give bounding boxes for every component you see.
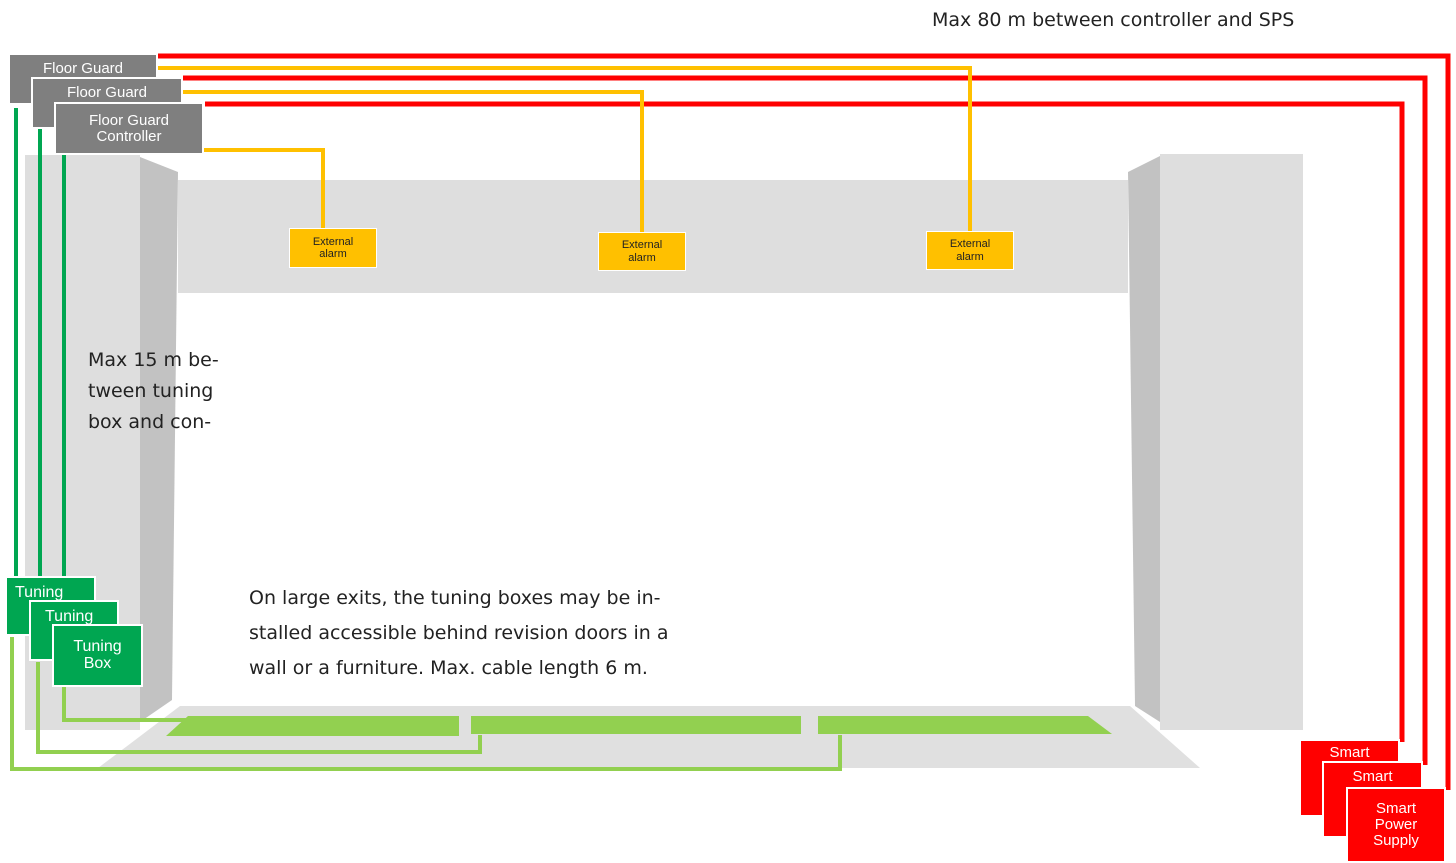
- left-pillar-side: [140, 157, 178, 722]
- sps-distance-note: Max 80 m between controller and SPS: [932, 9, 1295, 31]
- tuning-cables: [14, 108, 66, 625]
- floor-antenna-1: [166, 716, 459, 736]
- antenna-cables: [10, 637, 842, 771]
- external-alarm-1: External alarm: [289, 228, 377, 268]
- right-pillar: [1160, 154, 1303, 730]
- power-cables: [157, 53, 1451, 790]
- tuning-distance-note: Max 15 m be- tween tuning box and con-: [88, 349, 219, 433]
- smart-power-supply-3: Smart Power Supply: [1346, 787, 1446, 863]
- tuning-box-3: Tuning Box: [52, 624, 143, 687]
- floor-guard-controller-3: Floor Guard Controller: [54, 102, 204, 155]
- external-alarm-2: External alarm: [598, 232, 686, 271]
- right-pillar-side: [1128, 156, 1160, 722]
- large-exits-note: On large exits, the tuning boxes may be …: [249, 587, 669, 679]
- floor-antenna-3: [818, 716, 1112, 734]
- floor-surface: [98, 706, 1200, 768]
- floor-antenna-2: [471, 716, 801, 734]
- external-alarm-3: External alarm: [926, 231, 1014, 270]
- alarm-cables: [157, 66, 972, 232]
